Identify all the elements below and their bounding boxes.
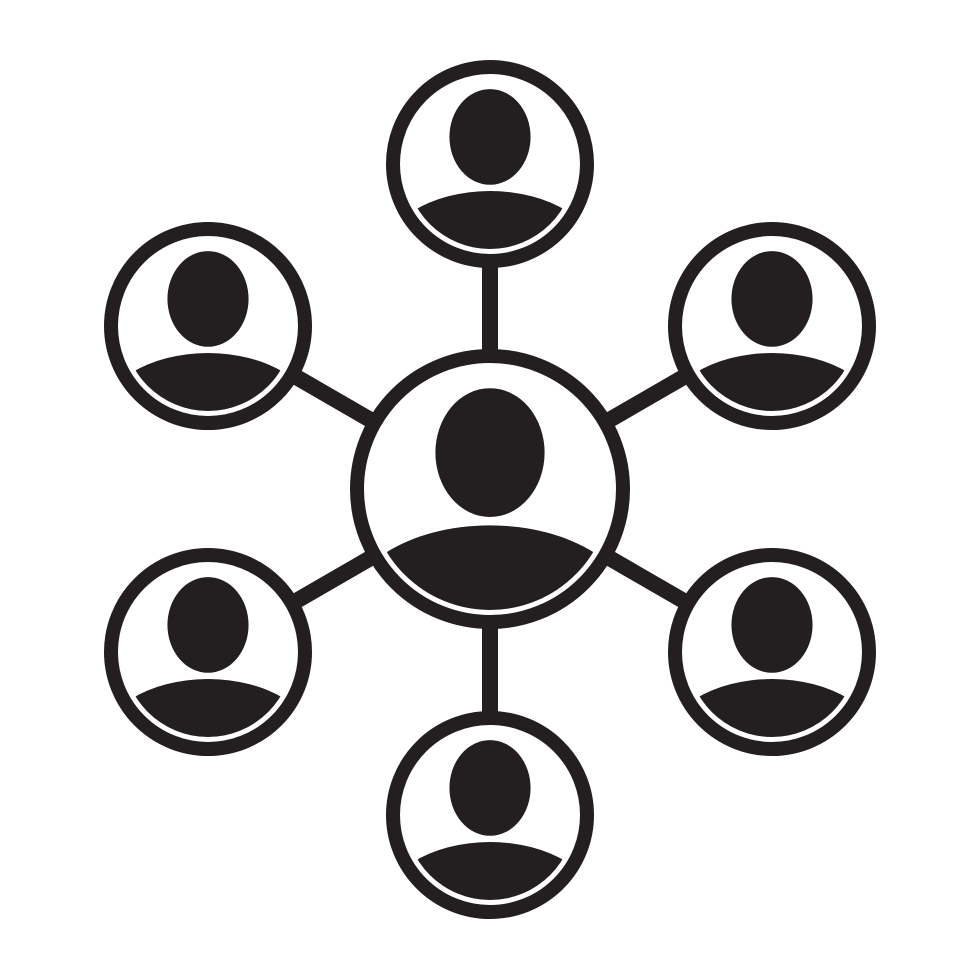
person-nodes [104,60,876,919]
user-head [731,251,813,347]
user-head [731,577,813,673]
user-head [449,740,531,836]
user-body [123,353,293,411]
person-node-upper-left [104,222,312,430]
user-icon [405,740,575,900]
user-head [167,251,249,347]
user-head [435,388,545,517]
user-body [369,525,611,610]
user-icon [687,251,857,411]
person-node-center [350,349,630,629]
user-body [687,679,857,737]
person-node-upper-right [668,222,876,430]
user-icon [123,577,293,737]
user-head [449,89,531,185]
user-head [167,577,249,673]
user-body [405,842,575,900]
person-node-lower-left [104,548,312,756]
user-icon [405,89,575,249]
user-icon [369,388,611,610]
user-icon [687,577,857,737]
user-body [687,353,857,411]
user-icon [123,251,293,411]
person-node-lower-right [668,548,876,756]
person-node-bottom [386,711,594,919]
user-body [123,679,293,737]
user-body [405,191,575,249]
person-node-top [386,60,594,268]
